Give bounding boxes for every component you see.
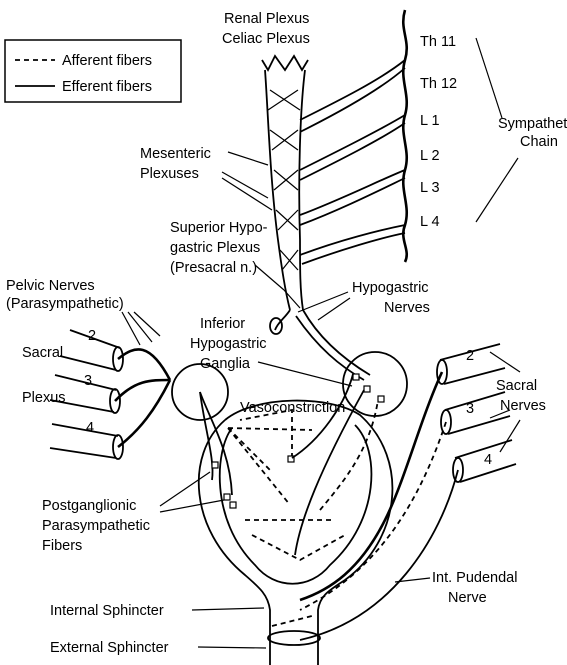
right-hypogastric-nerve-2 xyxy=(296,316,364,380)
sacral-nerves-label: Sacral xyxy=(496,378,537,394)
sacral-r-pointer-1 xyxy=(490,352,520,372)
mesenteric-pointer-1 xyxy=(228,152,268,165)
legend: Afferent fibers Efferent fibers xyxy=(5,40,181,102)
sacral-r-pointer-3 xyxy=(500,420,520,452)
fibers-label: Fibers xyxy=(42,538,82,554)
right-ganglion-node-3 xyxy=(378,396,384,402)
pudendal-nerve-afferent xyxy=(300,422,446,610)
ganglia-label: Ganglia xyxy=(200,356,251,372)
internal-sphincter-label: Internal Sphincter xyxy=(50,603,164,619)
postganglionic-node-1 xyxy=(224,494,230,500)
left-efferent-fiber xyxy=(200,392,232,495)
right-ganglion-node-2 xyxy=(364,386,370,392)
superior-hypogastric-label: Superior Hypo- xyxy=(170,220,268,236)
sympathetic-chain-trunk xyxy=(403,10,406,262)
hypogastric-ganglia-label: Hypogastric xyxy=(190,336,267,352)
l3-label: L 3 xyxy=(420,180,440,196)
mesenteric-pointer-3 xyxy=(222,178,272,210)
sympathetic-label: Sympathetic xyxy=(498,116,567,132)
hypogastric-pointer-1 xyxy=(298,292,348,312)
l4-label: L 4 xyxy=(420,214,440,230)
postganglionic-pointer-2 xyxy=(160,500,224,512)
superior-hypogastric-pointer xyxy=(255,265,284,290)
postganglionic-pointer-1 xyxy=(160,472,210,506)
central-afferent xyxy=(240,410,292,458)
right-sacral-2: 2 xyxy=(466,348,474,364)
celiac-plexus-label: Celiac Plexus xyxy=(222,31,310,47)
right-sacral-3: 3 xyxy=(466,401,474,417)
sympathetic-bracket-bottom xyxy=(476,158,518,222)
left-afferent-fibers xyxy=(228,428,312,505)
left-sacral-3: 3 xyxy=(84,373,92,389)
chain-label: Chain xyxy=(520,134,558,150)
postganglionic-label: Postganglionic xyxy=(42,498,136,514)
th11-label: Th 11 xyxy=(420,34,456,50)
right-ganglion-node-1 xyxy=(353,374,359,380)
pelvic-nerves-label: Pelvic Nerves xyxy=(6,278,95,294)
int-pudendal-label: Int. Pudendal xyxy=(432,570,517,586)
bladder xyxy=(199,401,393,665)
hypogastric-pointer-2 xyxy=(318,298,350,320)
inferior-label: Inferior xyxy=(200,316,245,332)
external-sphincter-label: External Sphincter xyxy=(50,640,169,656)
postganglionic-node-2 xyxy=(230,502,236,508)
left-sacral-2: 2 xyxy=(88,328,96,344)
external-sphincter-ring xyxy=(268,631,320,645)
renal-plexus-label: Renal Plexus xyxy=(224,11,309,27)
pelvic-pointer-1 xyxy=(122,312,140,345)
pudendal-nerve-branch xyxy=(300,470,458,640)
right-hypogastric-nerve xyxy=(303,310,370,375)
parasympathetic-label: (Parasympathetic) xyxy=(6,296,124,312)
sympathetic-bracket-top xyxy=(476,38,502,118)
hypogastric-stub-end xyxy=(270,318,282,334)
hypogastric-nerves-label-2: Nerves xyxy=(384,300,430,316)
sacral-left-label: Sacral xyxy=(22,345,63,361)
l2-label: L 2 xyxy=(420,148,440,164)
th12-label: Th 12 xyxy=(420,76,457,92)
pelvic-nerve-path-1 xyxy=(118,349,170,380)
nerve-label: Nerve xyxy=(448,590,487,606)
sphincter-afferent xyxy=(272,616,312,626)
plexus-left-label: Plexus xyxy=(22,390,66,406)
afferent-legend-label: Afferent fibers xyxy=(62,53,152,69)
mesenteric-pointer-2 xyxy=(222,172,268,198)
right-sacral-4: 4 xyxy=(484,452,492,468)
plexus-trunk xyxy=(262,56,308,310)
postganglionic-node-3 xyxy=(212,462,218,468)
left-sacral-4: 4 xyxy=(86,420,94,436)
plexuses-label: Plexuses xyxy=(140,166,199,182)
pelvic-pointer-2 xyxy=(128,312,152,342)
external-sphincter-pointer xyxy=(198,647,266,648)
l1-label: L 1 xyxy=(420,113,440,129)
efferent-legend-label: Efferent fibers xyxy=(62,79,152,95)
ganglia-pointer xyxy=(258,362,352,386)
presacral-label: (Presacral n.) xyxy=(170,260,257,276)
internal-sphincter-pointer xyxy=(192,608,264,610)
chain-branches xyxy=(300,60,405,264)
hypogastric-nerves-label-1: Hypogastric xyxy=(352,280,429,296)
vasoconstriction-label: Vasoconstriction xyxy=(240,400,345,416)
gastric-plexus-label: gastric Plexus xyxy=(170,240,260,256)
mesenteric-label: Mesenteric xyxy=(140,146,211,162)
parasympathetic-fibers-label: Parasympathetic xyxy=(42,518,150,534)
right-ganglion xyxy=(343,352,407,416)
